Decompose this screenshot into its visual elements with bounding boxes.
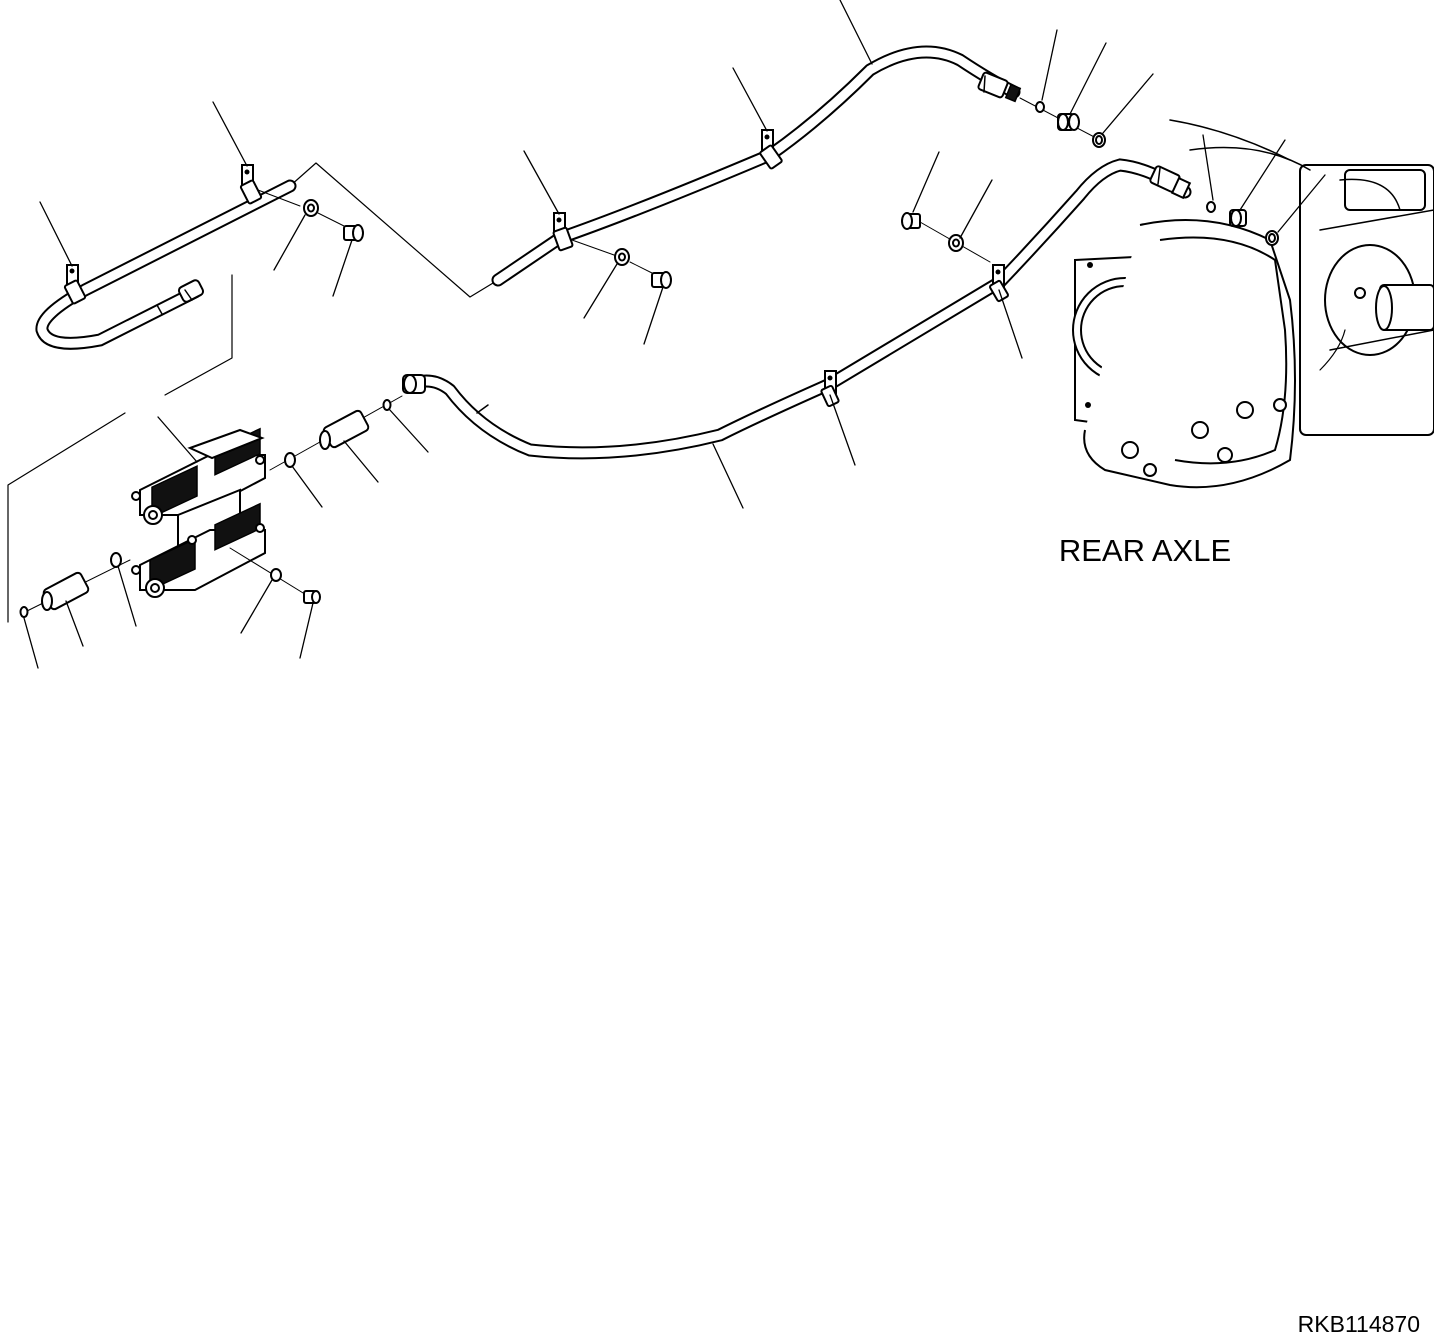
upper-middle-hose (491, 45, 1022, 287)
rear-axle-assembly (1072, 119, 1434, 489)
middle-axle-hose (402, 158, 1192, 460)
valve-lower-fittings (19, 547, 321, 618)
middle-fasteners (901, 212, 991, 263)
upper-middle-fasteners (571, 239, 672, 289)
valve-upper-fittings (269, 395, 403, 471)
guide-lines (7, 162, 499, 623)
section-label: REAR AXLE (1059, 533, 1231, 568)
solenoid-valve (131, 427, 266, 598)
upper-left-fasteners (257, 189, 364, 242)
upper-left-hose (35, 164, 297, 350)
leader-lines (23, 0, 1326, 669)
drawing-code: RKB114870 (1298, 1311, 1420, 1334)
top-right-fittings (1019, 97, 1106, 148)
